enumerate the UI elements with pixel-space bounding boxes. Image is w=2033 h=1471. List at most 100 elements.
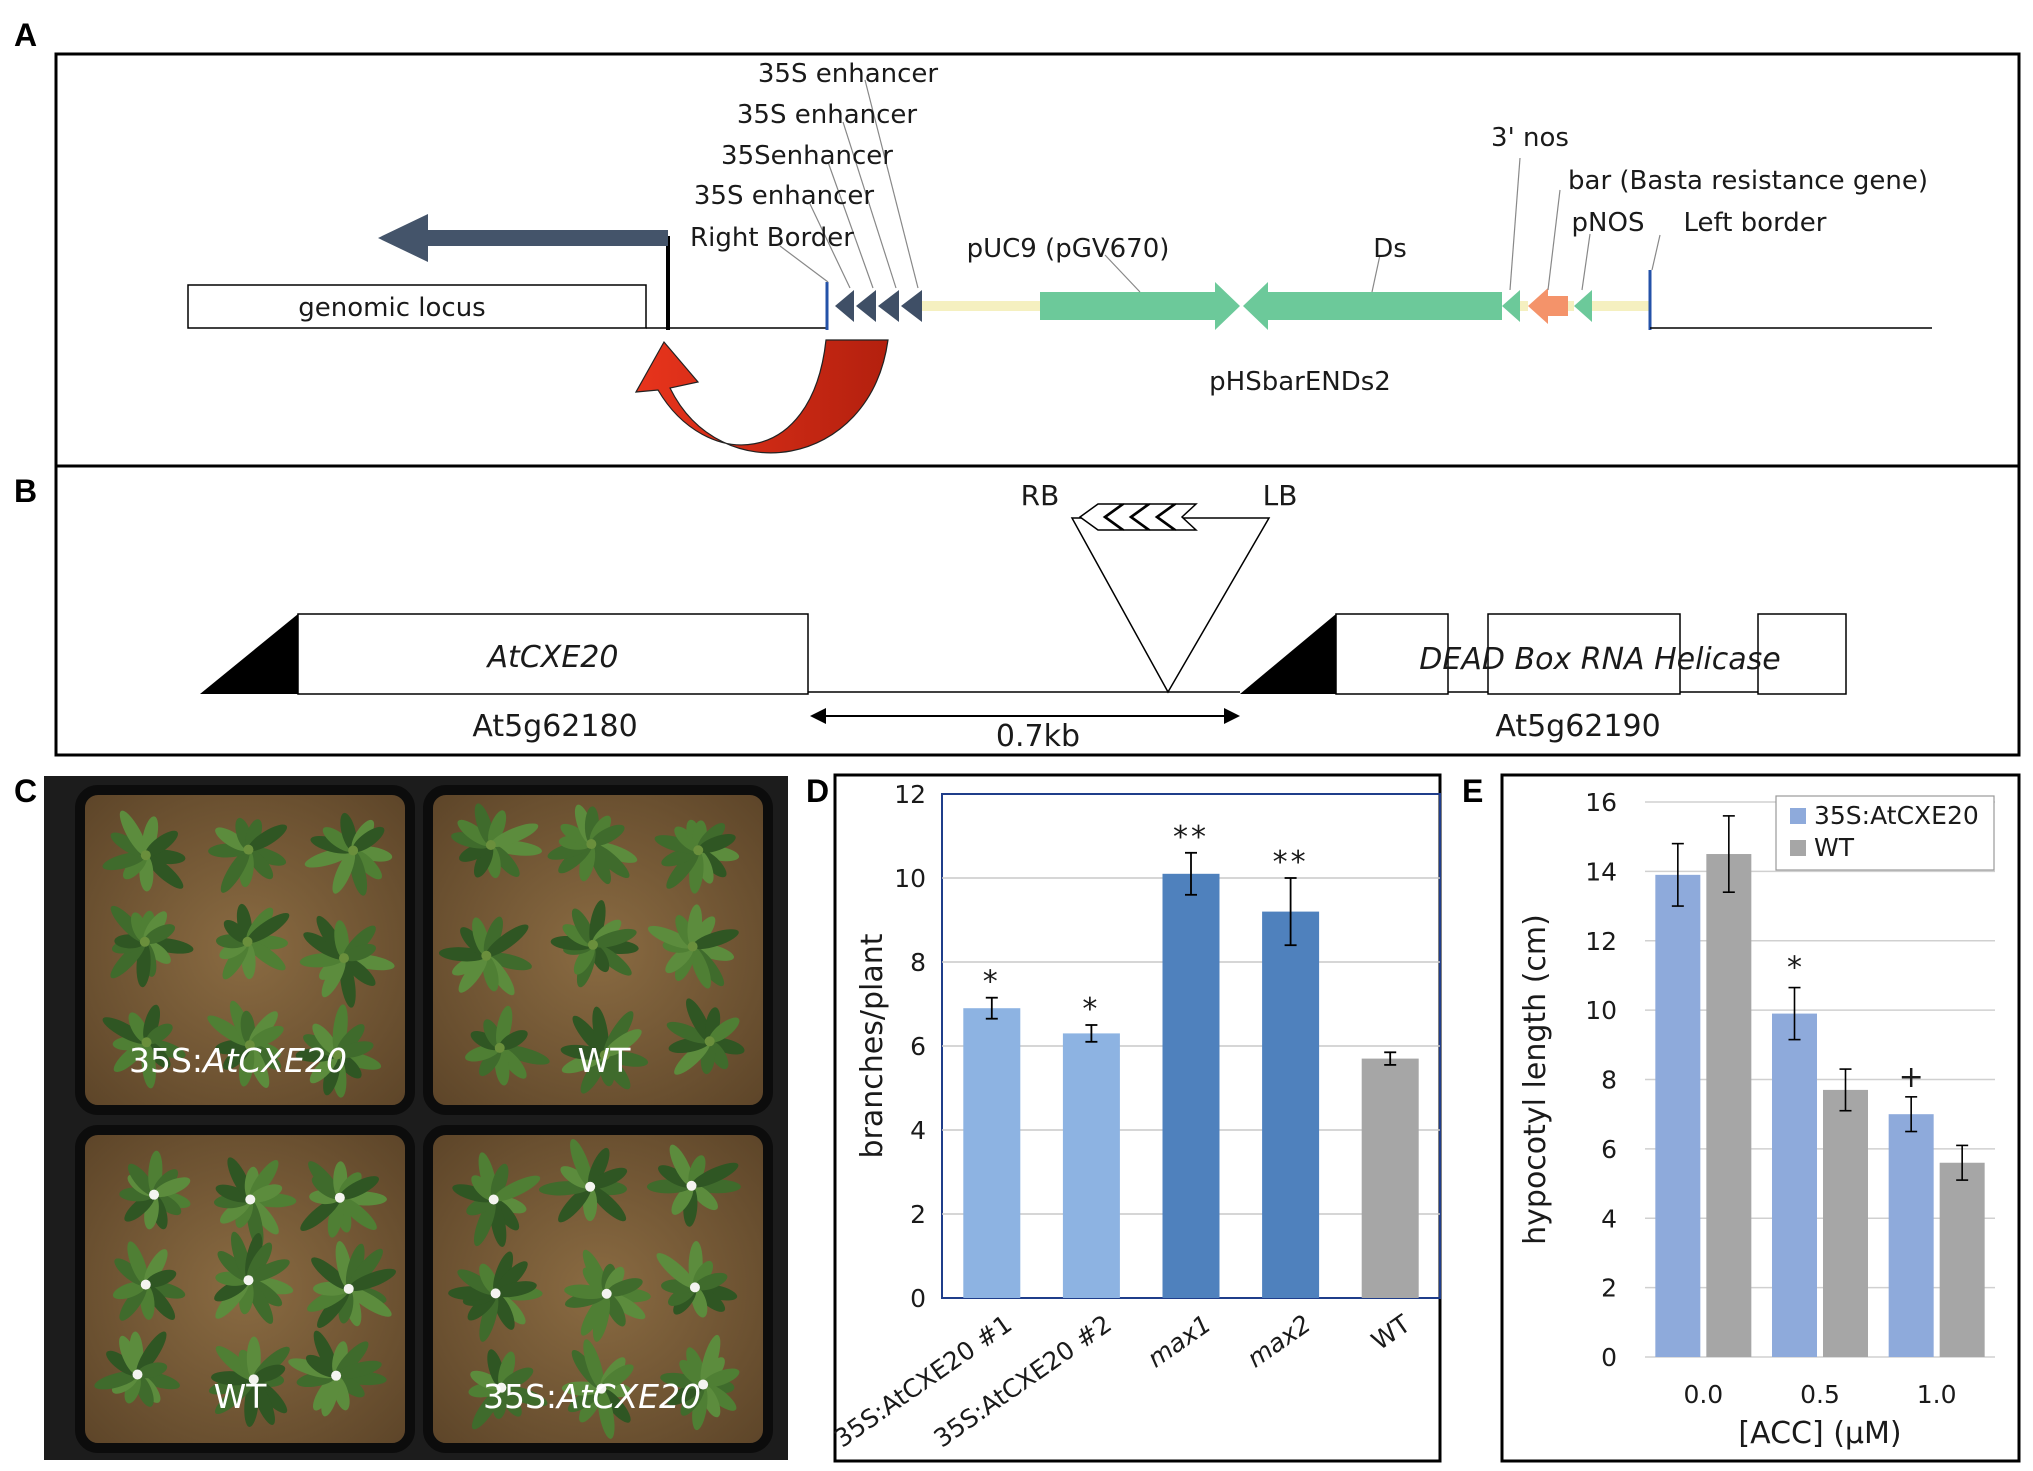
bar bbox=[1162, 873, 1220, 1298]
x-tick-label: max2 bbox=[1242, 1309, 1316, 1373]
significance-mark: * bbox=[1787, 951, 1802, 986]
bar bbox=[1823, 1089, 1868, 1357]
rosette-center bbox=[243, 1275, 254, 1286]
panel-a: A genomic locus bbox=[14, 17, 2021, 468]
enhancer-activation-arrow bbox=[634, 339, 889, 454]
leaf bbox=[119, 1284, 147, 1321]
puc9-label: pUC9 (pGV670) bbox=[967, 234, 1170, 264]
plant-photo bbox=[44, 776, 788, 1460]
transcription-arrow bbox=[378, 214, 668, 262]
leaf bbox=[249, 1025, 284, 1048]
leaf bbox=[144, 924, 176, 944]
x-tick-label: 0.5 bbox=[1800, 1380, 1840, 1409]
leaf bbox=[345, 1243, 365, 1289]
pot-label-2: WT bbox=[578, 1041, 632, 1080]
leaf bbox=[323, 1054, 341, 1096]
rosette-center bbox=[686, 1180, 697, 1191]
gene2-exon-1 bbox=[1335, 613, 1449, 695]
panel-b: B RB LB AtCXE20 At5g62180 0.7kb DE bbox=[14, 464, 2021, 757]
rosette-center bbox=[601, 1288, 612, 1299]
y-tick-label: 4 bbox=[910, 1116, 926, 1145]
leaf bbox=[671, 1185, 694, 1215]
x-tick-label: max1 bbox=[1142, 1309, 1216, 1373]
significance-mark: * bbox=[1082, 992, 1100, 1027]
rosette-center bbox=[139, 936, 150, 947]
leaf bbox=[127, 1241, 149, 1285]
leaf bbox=[558, 1186, 592, 1223]
leaf bbox=[145, 1269, 177, 1288]
y-tick-label: 12 bbox=[1585, 927, 1617, 956]
gene2-promoter bbox=[1240, 614, 1336, 694]
leaf bbox=[604, 1266, 625, 1295]
gene1-locus-label: At5g62180 bbox=[472, 709, 637, 744]
leaf bbox=[145, 854, 184, 889]
backbone-mid-1 bbox=[1520, 301, 1528, 311]
bar bbox=[1062, 1033, 1120, 1298]
rosette-center bbox=[331, 1370, 342, 1381]
rosette-center bbox=[494, 1042, 505, 1053]
y-tick-label: 12 bbox=[894, 780, 926, 809]
enhancer-3 bbox=[878, 290, 899, 322]
leaf bbox=[215, 827, 249, 852]
leaf bbox=[347, 1248, 383, 1290]
distance-label: 0.7kb bbox=[996, 719, 1080, 754]
rosette-center bbox=[698, 1379, 709, 1390]
rosette-center bbox=[689, 1282, 700, 1293]
pnos-label: pNOS bbox=[1572, 208, 1645, 238]
leaf bbox=[308, 1161, 341, 1199]
leaf bbox=[591, 824, 625, 847]
x-tick-label: 1.0 bbox=[1917, 1380, 1957, 1409]
rosette-center bbox=[687, 941, 698, 952]
tdna-chevrons bbox=[1078, 503, 1198, 531]
significance-mark: * bbox=[983, 965, 1001, 1000]
bar bbox=[1361, 1058, 1419, 1298]
leaf bbox=[592, 1006, 609, 1056]
gene2-exon-3 bbox=[1757, 613, 1847, 695]
bar-gene-arrow bbox=[1528, 288, 1568, 324]
rosette-center bbox=[599, 1050, 610, 1061]
leaf bbox=[112, 1281, 146, 1300]
gene2-label: DEAD Box RNA Helicase bbox=[1419, 642, 1780, 677]
leaf bbox=[499, 1030, 528, 1050]
leaf bbox=[647, 925, 693, 949]
legend-swatch bbox=[1790, 840, 1806, 856]
leaf bbox=[690, 1184, 718, 1211]
leaf bbox=[692, 929, 739, 950]
leaf bbox=[348, 1287, 392, 1317]
leaf bbox=[124, 1193, 155, 1222]
y-tick-label: 14 bbox=[1585, 857, 1617, 886]
pnos-arrow bbox=[1574, 290, 1592, 322]
leaf bbox=[600, 1364, 634, 1390]
leaf bbox=[311, 1257, 350, 1290]
enhancer-4 bbox=[901, 290, 922, 322]
leaf bbox=[580, 1293, 609, 1336]
leaf bbox=[694, 1272, 728, 1291]
leaf bbox=[335, 1341, 369, 1377]
leaf bbox=[666, 849, 700, 889]
leaf bbox=[352, 826, 385, 852]
leaf bbox=[470, 1370, 502, 1391]
leaf bbox=[136, 1331, 167, 1375]
leaf bbox=[343, 957, 376, 987]
rosette-center bbox=[140, 1279, 151, 1290]
leaf bbox=[249, 1159, 279, 1200]
y-tick-label: 8 bbox=[1601, 1066, 1617, 1095]
leaf bbox=[119, 810, 148, 856]
panel-letter-e: E bbox=[1462, 773, 1483, 809]
leaf bbox=[665, 945, 694, 974]
leaf bbox=[473, 844, 494, 878]
rosette-center bbox=[596, 1383, 607, 1394]
leaf bbox=[110, 941, 146, 979]
y-tick-label: 0 bbox=[910, 1284, 926, 1313]
enhancer-1 bbox=[835, 290, 854, 322]
y-tick-label: 16 bbox=[1585, 788, 1617, 817]
leaf bbox=[669, 1144, 694, 1187]
plasmid-label: pHSbarENDs2 bbox=[1209, 367, 1391, 397]
enhancer-label-3: 35Senhancer bbox=[721, 141, 893, 171]
leaf bbox=[322, 827, 354, 852]
x-tick-label: 0.0 bbox=[1683, 1380, 1723, 1409]
leaf bbox=[339, 1176, 379, 1200]
